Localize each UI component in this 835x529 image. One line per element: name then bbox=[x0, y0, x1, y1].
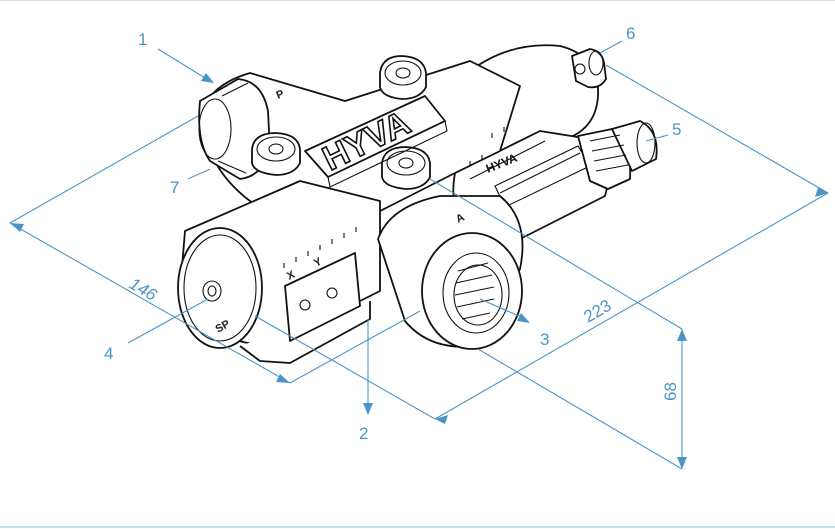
dimension-lines bbox=[9, 64, 829, 470]
callout-leaders bbox=[127, 40, 669, 344]
port-p-mark: P bbox=[275, 88, 286, 102]
callout-5: 5 bbox=[672, 120, 681, 139]
callout-7: 7 bbox=[170, 178, 179, 197]
dimension-length-value: 223 bbox=[581, 296, 615, 327]
callout-labels: 1 2 3 4 5 6 7 bbox=[104, 24, 681, 443]
end-cap-face bbox=[177, 227, 263, 349]
dimension-width-value: 146 bbox=[126, 274, 161, 305]
callout-1: 1 bbox=[138, 30, 147, 49]
callout-6: 6 bbox=[626, 24, 635, 43]
callout-4: 4 bbox=[104, 344, 113, 363]
xy-port-face bbox=[284, 252, 361, 342]
dimension-height-value: 68 bbox=[661, 382, 680, 401]
valve-assembly: HYVA P HYVA bbox=[177, 44, 658, 364]
fitting-6 bbox=[571, 48, 607, 89]
callout-3: 3 bbox=[540, 330, 549, 349]
top-bolt-holes bbox=[251, 55, 431, 190]
scale-ticks bbox=[283, 127, 505, 268]
coil-nut-5 bbox=[577, 120, 658, 190]
callout-2: 2 bbox=[359, 424, 368, 443]
